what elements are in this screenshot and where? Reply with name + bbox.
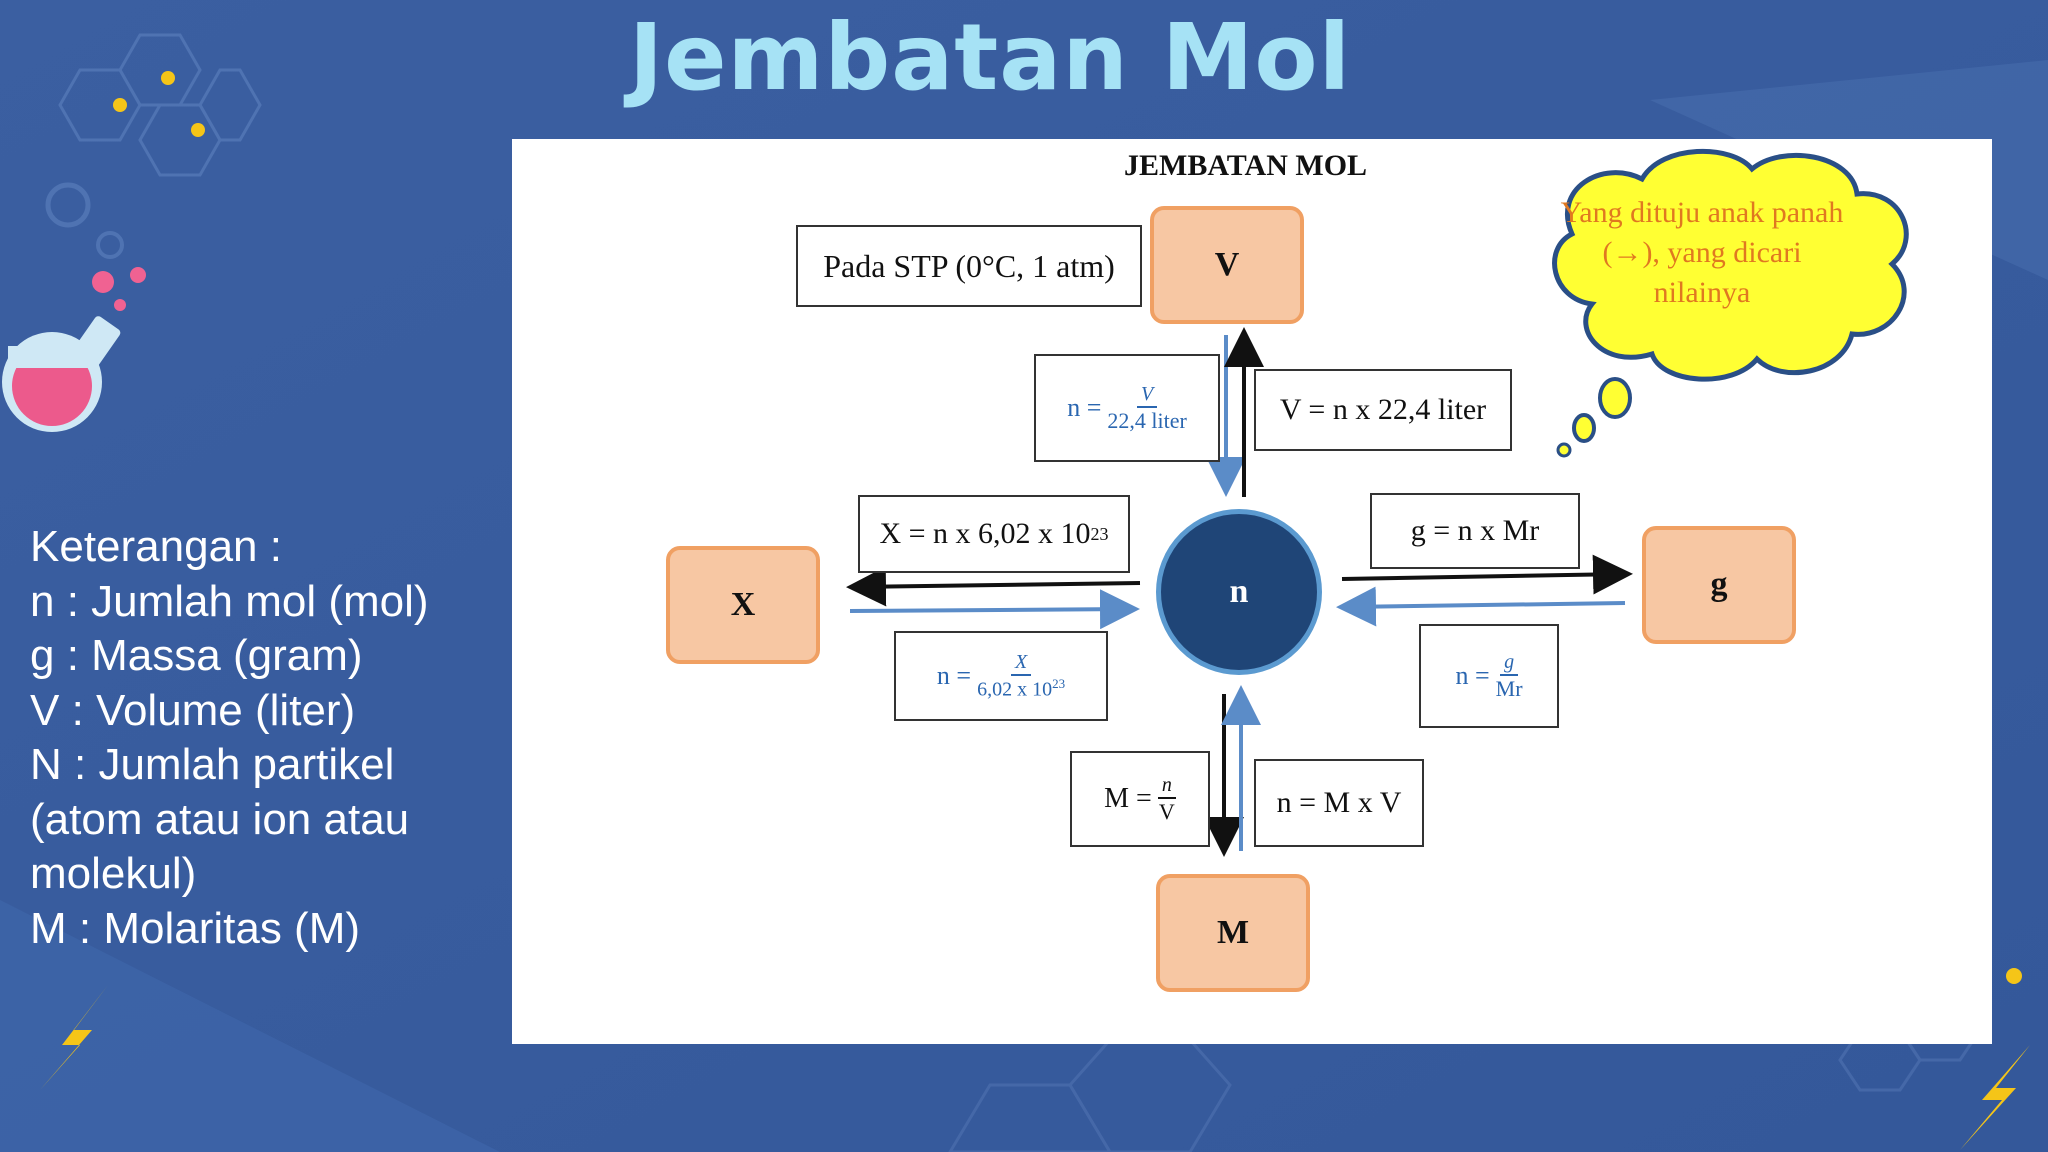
formula-n-from-g: n = g Mr bbox=[1419, 624, 1559, 728]
legend-item-N: N : Jumlah partikel (atom atau ion atau … bbox=[30, 740, 410, 898]
fraction: g Mr bbox=[1496, 651, 1523, 702]
legend-item-n: n : Jumlah mol (mol) bbox=[30, 576, 429, 626]
node-v: V bbox=[1150, 206, 1304, 324]
fraction-denominator-base: 6,02 x 10 bbox=[977, 678, 1053, 701]
fraction-denominator: 22,4 liter bbox=[1107, 407, 1187, 433]
formula-lhs: n = bbox=[1067, 393, 1102, 422]
fraction-denominator: V bbox=[1158, 798, 1175, 824]
formula-text: X = n x 6,02 x 10 bbox=[879, 517, 1091, 550]
fraction-denominator-exponent: 23 bbox=[1052, 675, 1066, 691]
formula-m-from-n: M = n V bbox=[1070, 751, 1210, 847]
formula-n-from-x: n = X 6,02 x 1023 bbox=[894, 631, 1108, 721]
lightning-icon bbox=[40, 985, 2030, 1150]
fraction-numerator: g bbox=[1500, 651, 1519, 676]
fraction-numerator: n bbox=[1157, 774, 1176, 799]
diagram-panel: JEMBATAN MOL Pada STP (0°C, 1 atm) V X g… bbox=[512, 139, 1992, 1044]
diagram-title: JEMBATAN MOL bbox=[1124, 149, 1368, 182]
node-n: n bbox=[1156, 509, 1322, 675]
formula-lhs: n = bbox=[936, 661, 972, 690]
fraction-numerator: V bbox=[1136, 383, 1158, 408]
formula-n-from-v: n = V 22,4 liter bbox=[1034, 354, 1220, 462]
legend-item-m: M : Molaritas (M) bbox=[30, 903, 360, 953]
node-m: M bbox=[1156, 874, 1310, 992]
cloud-note: Yang dituju anak panah (→), yang dicari … bbox=[1560, 196, 1844, 309]
formula-lhs: M = bbox=[1104, 783, 1152, 814]
formula-lhs: n = bbox=[1455, 661, 1490, 690]
flask-icon bbox=[2, 267, 146, 432]
fraction: n V bbox=[1157, 774, 1176, 825]
node-g: g bbox=[1642, 526, 1796, 644]
legend: Keterangan : n : Jumlah mol (mol) g : Ma… bbox=[30, 520, 500, 956]
fraction: X 6,02 x 1023 bbox=[977, 651, 1065, 702]
legend-item-g: g : Massa (gram) bbox=[30, 631, 363, 680]
stp-note: Pada STP (0°C, 1 atm) bbox=[796, 225, 1142, 307]
slide-title: Jembatan Mol bbox=[628, 4, 1352, 111]
fraction: V 22,4 liter bbox=[1107, 383, 1186, 434]
formula-g-from-n: g = n x Mr bbox=[1370, 493, 1580, 569]
hexagon-pattern-icon bbox=[58, 33, 262, 177]
thought-cloud-icon bbox=[1552, 148, 1909, 458]
formula-n-from-m: n = M x V bbox=[1254, 759, 1424, 847]
formula-v-from-n: V = n x 22,4 liter bbox=[1254, 369, 1512, 451]
fraction-denominator: Mr bbox=[1495, 675, 1523, 701]
diagram-arrows bbox=[846, 148, 1909, 857]
legend-item-v: V : Volume (liter) bbox=[30, 685, 356, 735]
formula-exponent: 23 bbox=[1090, 523, 1109, 544]
fraction-numerator: X bbox=[1010, 651, 1032, 676]
legend-heading: Keterangan : bbox=[30, 522, 282, 571]
fraction-denominator: 6,02 x 1023 bbox=[977, 676, 1065, 702]
node-x: X bbox=[666, 546, 820, 664]
